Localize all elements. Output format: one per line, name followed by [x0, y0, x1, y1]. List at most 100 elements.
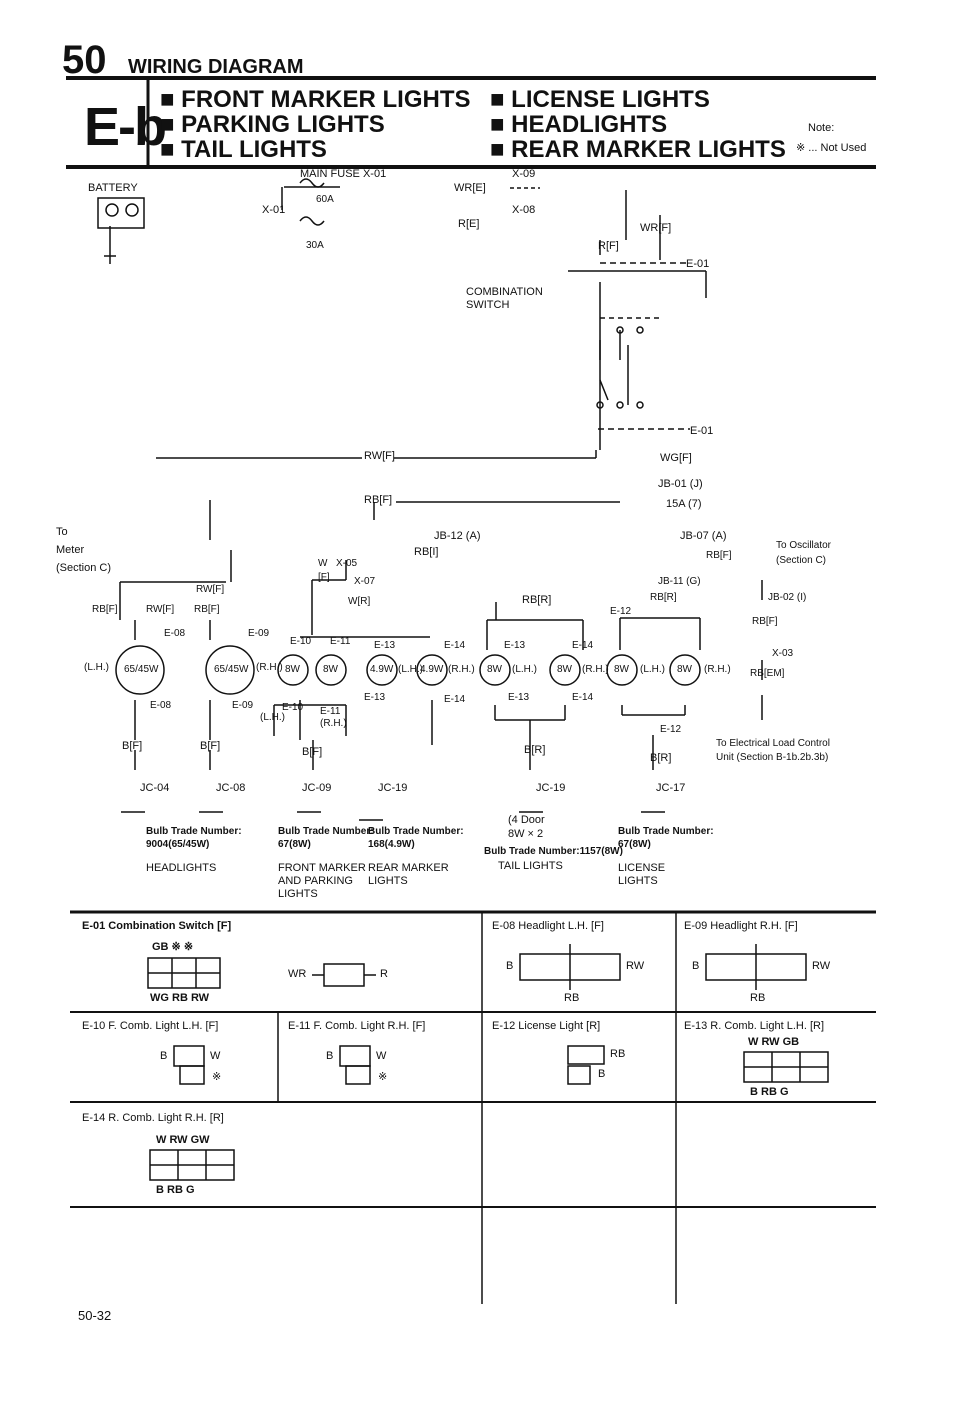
- connector-e09-right: RW: [812, 960, 831, 972]
- e13-label: E-13: [374, 640, 396, 651]
- rb-f-wire-2: RB[F]: [194, 604, 220, 615]
- jc04-label: JC-04: [140, 782, 170, 794]
- x01-label: X-01: [262, 204, 286, 216]
- x09-label: X-09: [512, 168, 536, 180]
- rw-f-bus-label: RW[F]: [364, 450, 395, 462]
- bulb-6545-rh: 65/45W: [214, 664, 249, 675]
- bulb-49w-1: 4.9W: [370, 664, 394, 675]
- w-r-label: W[R]: [348, 596, 371, 607]
- connector-e01-mid-right: R: [380, 968, 388, 980]
- connector-e01-title: E-01 Combination Switch [F]: [82, 920, 232, 932]
- x07-label: X-07: [354, 576, 376, 587]
- connector-e11-right-2: ※: [378, 1071, 388, 1083]
- e12-label: E-12: [610, 606, 632, 617]
- connector-e12-title: E-12 License Light [R]: [492, 1020, 601, 1032]
- connector-e11-right: W: [376, 1050, 387, 1062]
- x08-label: X-08: [512, 204, 536, 216]
- rw-f-wire-1: RW[F]: [196, 584, 225, 595]
- connector-e14-top: W RW GW: [156, 1134, 210, 1146]
- system-item-2: ■ TAIL LIGHTS: [160, 136, 327, 163]
- b-r-label: B[R]: [524, 744, 546, 756]
- rb-f-label-4: RB[F]: [752, 616, 778, 627]
- bulb-1-value: 9004(65/45W): [146, 839, 210, 850]
- connector-e13-top: W RW GB: [748, 1036, 800, 1048]
- bulb-2-name-1: FRONT MARKER: [278, 862, 366, 874]
- connector-e09-title: E-09 Headlight R.H. [F]: [684, 920, 798, 932]
- bulb-8w-2: 8W: [323, 664, 338, 675]
- connector-e08-bottom: RB: [564, 992, 580, 1004]
- x03-label: X-03: [772, 648, 794, 659]
- bulb-2-trade-label: Bulb Trade Number:: [278, 826, 374, 837]
- combo-switch-label-2: SWITCH: [466, 299, 510, 311]
- elc-unit-label: Unit (Section B-1b.2b.3b): [716, 752, 829, 763]
- diagram-code: E-b: [84, 97, 167, 157]
- connector-e08-right: RW: [626, 960, 645, 972]
- wr-e-label: WR[E]: [454, 182, 486, 194]
- battery-label: BATTERY: [88, 182, 138, 194]
- e09-label: E-09: [248, 628, 270, 639]
- bulb-5-name-2: LIGHTS: [618, 875, 658, 887]
- connector-e14-title: E-14 R. Comb. Light R.H. [R]: [82, 1112, 224, 1124]
- e08-ground-label: E-08: [150, 700, 172, 711]
- rh-label-3: (R.H.): [320, 718, 347, 729]
- wr-f-label: WR[F]: [640, 222, 672, 234]
- e13-tail-label: E-13: [504, 640, 526, 651]
- e10-label: E-10: [290, 636, 312, 647]
- jb07-label: JB-07 (A): [680, 530, 727, 542]
- bulb-2-name-3: LIGHTS: [278, 888, 318, 900]
- fuse-30a: 30A: [306, 240, 324, 251]
- f-label: [F]: [318, 572, 330, 583]
- e13-tail-ground: E-13: [508, 692, 530, 703]
- e09-ground-label: E-09: [232, 700, 254, 711]
- bulb-4-trade-label: Bulb Trade Number:1157(8W): [484, 846, 623, 857]
- lh-label-3: (L.H.): [260, 712, 285, 723]
- system-item-4: ■ HEADLIGHTS: [490, 111, 668, 138]
- r-e-label: R[E]: [458, 218, 480, 230]
- jc17-label: JC-17: [656, 782, 686, 794]
- lh-label-4: (L.H.): [512, 664, 537, 675]
- connector-e11-title: E-11 F. Comb. Light R.H. [F]: [288, 1020, 426, 1032]
- connector-e10-left: B: [160, 1050, 168, 1062]
- rh-label-4: (R.H.): [582, 664, 609, 675]
- connector-e09-bottom: RB: [750, 992, 766, 1004]
- connector-e13-title: E-13 R. Comb. Light L.H. [R]: [684, 1020, 824, 1032]
- bulb-8w-4: 8W: [557, 664, 572, 675]
- rb-i-label: RB[I]: [414, 546, 439, 558]
- rb-f-bus-label: RB[F]: [364, 494, 393, 506]
- section-title: WIRING DIAGRAM: [128, 56, 304, 78]
- door-note-1: (4 Door: [508, 814, 545, 826]
- rh-label-2: (R.H.): [448, 664, 475, 675]
- system-item-0: ■ FRONT MARKER LIGHTS: [160, 86, 471, 113]
- meter-label: Meter: [56, 544, 85, 556]
- b-r-label-2: B[R]: [650, 752, 672, 764]
- lh-label-5: (L.H.): [640, 664, 665, 675]
- e01-top-label: E-01: [686, 258, 710, 270]
- bulb-1-name: HEADLIGHTS: [146, 862, 217, 874]
- connector-e08-left: B: [506, 960, 514, 972]
- lh-label-1: (L.H.): [84, 662, 109, 673]
- b-f-label-1: B[F]: [122, 740, 143, 752]
- e14-ground-label: E-14: [444, 694, 466, 705]
- connector-e14-bottom: B RB G: [156, 1184, 195, 1196]
- rb-f-label-3: RB[F]: [706, 550, 732, 561]
- system-item-1: ■ PARKING LIGHTS: [160, 111, 385, 138]
- connector-e12-right-2: B: [598, 1068, 606, 1080]
- bulb-8w-6: 8W: [677, 664, 692, 675]
- e08-label: E-08: [164, 628, 186, 639]
- rb-f-wire-1: RB[F]: [92, 604, 118, 615]
- note-text: ※ ... Not Used: [796, 142, 867, 154]
- bulb-1-trade-label: Bulb Trade Number:: [146, 826, 242, 837]
- oscillator-section-label: (Section C): [776, 555, 827, 566]
- bulb-49w-2: 4.9W: [420, 664, 444, 675]
- fuse-60a: 60A: [316, 194, 334, 205]
- bulb-8w-1: 8W: [285, 664, 300, 675]
- connector-e12-right: RB: [610, 1048, 626, 1060]
- bulb-3-value: 168(4.9W): [368, 839, 415, 850]
- connector-e08-title: E-08 Headlight L.H. [F]: [492, 920, 604, 932]
- section-c-label: (Section C): [56, 562, 112, 574]
- bulb-8w-5: 8W: [614, 664, 629, 675]
- wg-f-label: WG[F]: [660, 452, 692, 464]
- to-elc-label: To Electrical Load Control: [716, 738, 830, 749]
- jc19-label-1: JC-19: [378, 782, 408, 794]
